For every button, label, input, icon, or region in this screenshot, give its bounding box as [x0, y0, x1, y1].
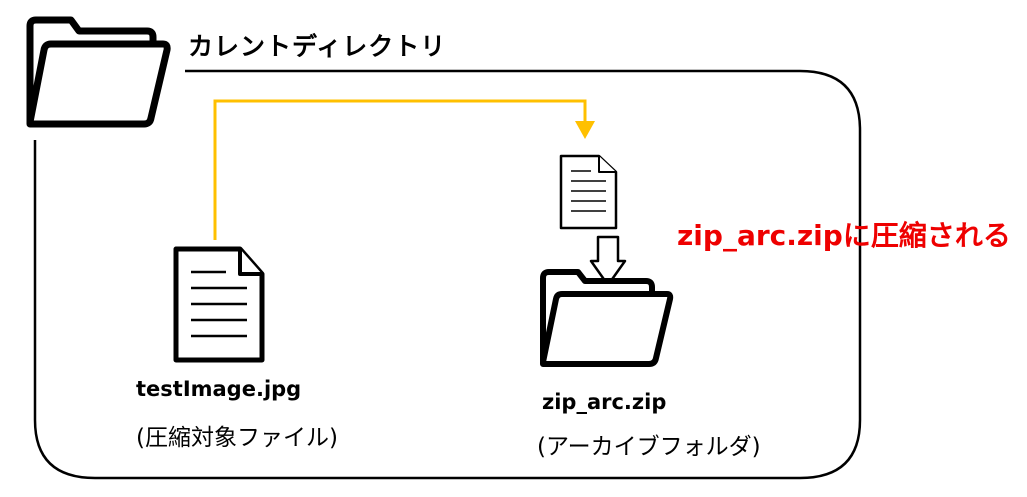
source-file-name: testImage.jpg	[136, 377, 302, 401]
incoming-document-icon	[559, 154, 618, 230]
compression-note: zip_arc.zipに圧縮される	[677, 219, 1011, 252]
source-file-description: (圧縮対象ファイル)	[136, 425, 338, 451]
document-icon	[173, 246, 265, 363]
arrow-down-icon	[589, 235, 627, 287]
archive-description: (アーカイブフォルダ)	[537, 434, 761, 460]
current-directory-boundary	[33, 69, 862, 480]
archive-folder-icon	[540, 269, 674, 367]
folder-open-icon	[26, 16, 171, 128]
flow-arrow-line	[213, 99, 587, 240]
current-directory-label: カレントディレクトリ	[188, 32, 447, 61]
archive-name: zip_arc.zip	[542, 390, 667, 414]
flow-arrow-head	[575, 121, 595, 139]
